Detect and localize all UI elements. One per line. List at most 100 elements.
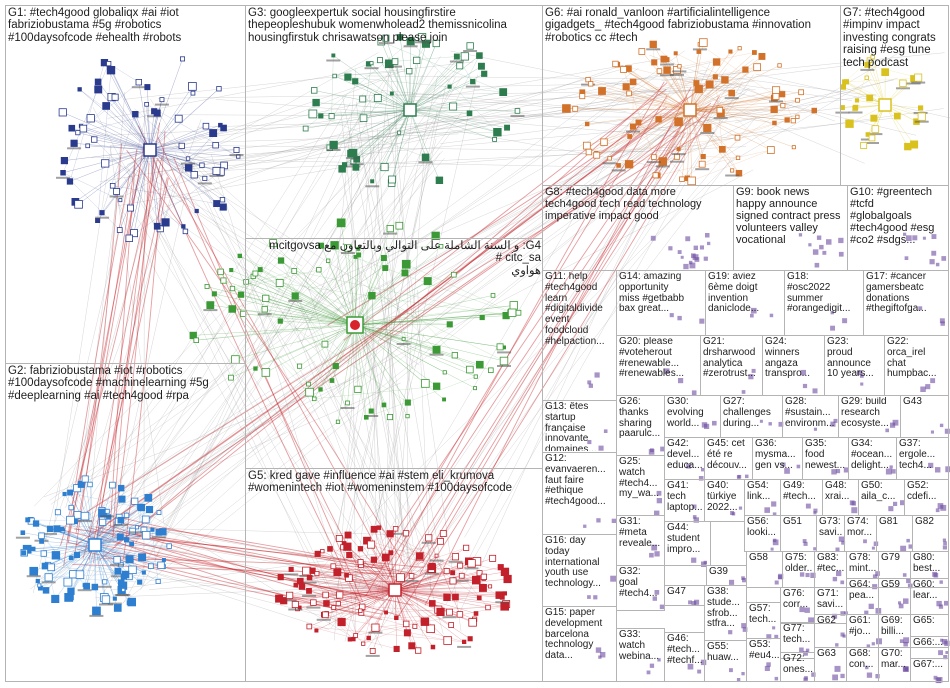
intra-edge xyxy=(582,95,691,111)
inter-group-edge xyxy=(329,75,438,561)
node-avatar xyxy=(832,613,838,619)
node-avatar xyxy=(91,583,99,591)
node-avatar xyxy=(514,108,521,114)
node-avatar xyxy=(626,90,632,97)
intra-edge xyxy=(354,324,445,373)
intra-edge xyxy=(354,324,501,348)
inter-group-edge xyxy=(189,79,384,157)
node-avatar xyxy=(91,136,98,143)
node-avatar xyxy=(808,617,815,624)
node-caption xyxy=(429,559,444,562)
intra-edge xyxy=(348,577,356,636)
intra-edge xyxy=(452,55,480,107)
node-avatar xyxy=(112,596,117,601)
node-avatar xyxy=(135,79,142,86)
node-avatar xyxy=(683,263,689,270)
intra-edge xyxy=(112,185,217,204)
node-avatar xyxy=(736,475,741,479)
cluster-g13 xyxy=(587,429,608,451)
node-avatar xyxy=(834,665,841,672)
node-avatar xyxy=(466,42,474,50)
node-avatar xyxy=(481,70,488,77)
node-avatar xyxy=(261,368,271,377)
intra-edge xyxy=(255,324,356,369)
node-caption xyxy=(626,130,640,133)
node-caption xyxy=(56,176,70,179)
inter-group-edge xyxy=(97,70,439,602)
group-label-g41: G41: tech laptop... xyxy=(667,481,703,513)
node-avatar xyxy=(320,549,325,554)
node-caption xyxy=(107,602,122,605)
group-box-g80 xyxy=(910,551,949,588)
inter-group-edge xyxy=(156,91,372,556)
intra-edge xyxy=(267,298,356,326)
highlighted-edge xyxy=(75,81,710,546)
node-avatar xyxy=(478,584,487,592)
intra-edge xyxy=(689,109,703,165)
node-avatar xyxy=(798,89,805,96)
intra-edge xyxy=(689,92,732,111)
node-avatar xyxy=(668,246,673,251)
node-avatar xyxy=(352,163,360,171)
node-avatar xyxy=(291,292,299,300)
node-avatar xyxy=(202,122,210,130)
highlighted-edge xyxy=(400,132,686,586)
node-avatar xyxy=(476,52,483,59)
node-avatar xyxy=(413,56,421,65)
intra-edge xyxy=(94,519,146,546)
node-caption xyxy=(109,195,124,198)
hub-node xyxy=(388,583,402,597)
node-avatar xyxy=(41,562,49,570)
node-avatar xyxy=(337,617,346,627)
group-label-g45: G45: cet été re découv... xyxy=(707,439,747,471)
node-caption xyxy=(364,415,379,417)
intra-edge xyxy=(295,584,396,591)
intra-edge xyxy=(394,589,434,648)
intra-edge xyxy=(366,376,476,418)
node-avatar xyxy=(774,580,779,585)
node-avatar xyxy=(499,356,509,366)
intra-edge xyxy=(79,89,195,175)
node-caption xyxy=(365,185,380,188)
intra-edge xyxy=(689,66,758,111)
node-avatar xyxy=(906,578,911,584)
node-avatar xyxy=(735,155,741,161)
node-avatar xyxy=(612,60,619,68)
intra-edge xyxy=(312,570,396,591)
inter-group-edge xyxy=(190,160,382,544)
node-avatar xyxy=(766,634,772,640)
group-label-g72: G72: ones... xyxy=(783,654,813,675)
intra-edge xyxy=(48,544,96,578)
group-label-g62: G62 xyxy=(817,616,836,626)
group-label-g2: G2: fabriziobustama #iot #robotics #100d… xyxy=(8,365,209,402)
node-avatar xyxy=(780,103,786,109)
intra-edge xyxy=(385,38,411,111)
node-avatar xyxy=(772,120,777,126)
node-avatar xyxy=(693,245,698,250)
group-label-g37: G37: ergole... tech4... xyxy=(899,439,936,471)
node-avatar xyxy=(202,175,208,181)
intra-edge xyxy=(623,69,691,111)
node-avatar xyxy=(868,134,876,142)
intra-edge xyxy=(94,544,122,591)
intra-edge xyxy=(691,149,771,181)
node-avatar xyxy=(155,578,161,584)
group-box-g65 xyxy=(910,614,949,648)
node-avatar xyxy=(716,107,723,114)
node-avatar xyxy=(562,104,571,113)
inter-group-edge xyxy=(89,113,659,541)
intra-edge xyxy=(338,589,396,604)
node-avatar xyxy=(475,360,484,369)
node-avatar xyxy=(648,449,655,455)
node-avatar xyxy=(939,423,944,428)
inter-group-edge xyxy=(386,112,462,632)
node-avatar xyxy=(293,582,299,588)
node-avatar xyxy=(942,545,947,550)
group-label-g76: G76: corr... xyxy=(783,589,809,610)
node-avatar xyxy=(144,84,151,91)
intra-edge xyxy=(90,118,151,151)
node-avatar xyxy=(811,672,816,677)
node-avatar xyxy=(937,503,944,509)
node-avatar xyxy=(860,382,864,386)
node-avatar xyxy=(404,399,411,406)
